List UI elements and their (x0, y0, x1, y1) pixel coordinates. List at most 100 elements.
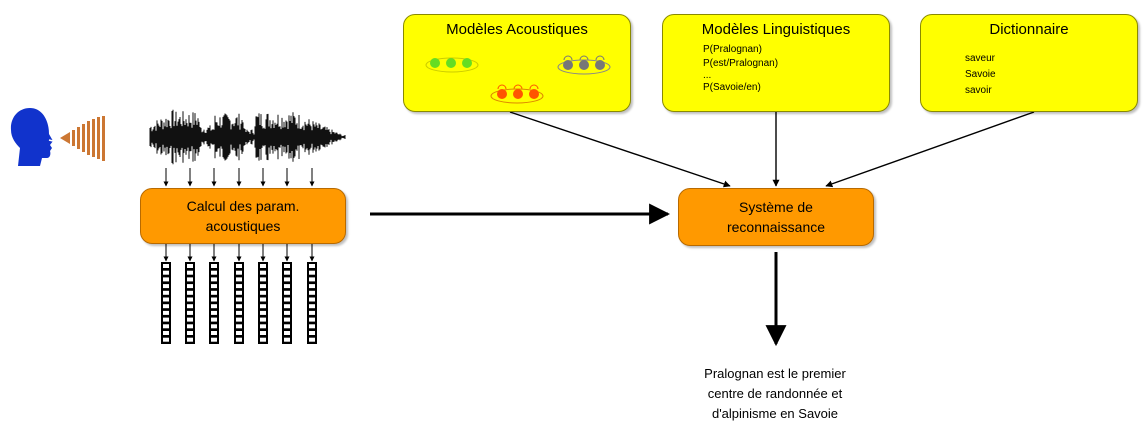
feature-vector-cell (187, 270, 193, 275)
feature-vector-cell (187, 324, 193, 329)
feature-vector-cell (284, 310, 290, 315)
feature-vector-cell (211, 331, 217, 335)
hmm-green-states (425, 57, 479, 73)
feature-vector (161, 262, 171, 344)
feature-vector-cell (211, 284, 217, 289)
feature-vector-cell (284, 290, 290, 295)
feature-vector-cell (284, 337, 290, 342)
feature-extraction-line: acoustiques (205, 218, 281, 234)
feature-vector (307, 262, 317, 344)
waveform-icon (149, 109, 346, 165)
feature-vector-cell (187, 310, 193, 315)
feature-vector-cell (163, 310, 169, 315)
feature-vector-cell (309, 290, 315, 295)
hmm-orange-states (490, 84, 544, 104)
feature-vector-cell (211, 277, 217, 282)
feature-vector-cell (284, 270, 290, 275)
probability-line: ... (703, 70, 712, 81)
feature-vector-cell (187, 331, 193, 335)
recognized-text-line: Pralognan est le premier (704, 366, 846, 381)
feature-vector-cell (309, 304, 315, 309)
feature-vector-cell (236, 297, 242, 302)
speaker-head-icon (10, 108, 54, 166)
waveform-trace (149, 109, 346, 165)
feature-vector-cell (211, 264, 217, 268)
feature-vector-cell (260, 297, 266, 302)
feature-vector-cell (284, 304, 290, 309)
feature-vector-cell (284, 277, 290, 282)
feature-vector (234, 262, 244, 344)
feature-vector-cell (163, 304, 169, 309)
feature-vector-frame (209, 262, 219, 344)
feature-vector-icon (161, 262, 317, 344)
feature-vector (282, 262, 292, 344)
feature-vector-cell (309, 324, 315, 329)
recognized-text-line: d'alpinisme en Savoie (711, 406, 839, 421)
probability-line: P(Pralognan) (703, 44, 762, 55)
feature-vector-cell (260, 310, 266, 315)
feature-vector-cell (260, 304, 266, 309)
feature-vector-cell (236, 264, 242, 268)
feature-vector-cell (260, 270, 266, 275)
feature-vector-cell (163, 337, 169, 342)
feature-vector-cell (236, 277, 242, 282)
probability-line: P(Savoie/en) (703, 82, 761, 93)
dictionary-entry: saveur (965, 53, 996, 64)
feature-vector-cell (163, 297, 169, 302)
recognizer-box: Système de reconnaissance (678, 188, 874, 246)
feature-vector-frame (161, 262, 171, 344)
feature-vector-cell (236, 310, 242, 315)
feature-vector-cell (163, 284, 169, 289)
feature-vector-cell (309, 277, 315, 282)
feature-vector-cell (260, 317, 266, 322)
feature-vector-cell (163, 277, 169, 282)
feature-vector-cell (211, 270, 217, 275)
language-model-probabilities: P(Pralognan) P(est/Pralognan) ... P(Savo… (703, 43, 778, 95)
feature-vector-cell (211, 324, 217, 329)
feature-vector (209, 262, 219, 344)
feature-vector-cell (236, 337, 242, 342)
dictionary-to-recognizer-arrow (825, 111, 1035, 188)
feature-vector-cell (211, 297, 217, 302)
feature-extraction-line: Calcul des param. (186, 198, 300, 214)
acoustic-models-box: Modèles Acoustiques (403, 14, 631, 112)
feature-vector-cell (211, 304, 217, 309)
feature-vector-cell (211, 310, 217, 315)
hmm-gray-states (557, 55, 611, 75)
dictionary-entry: savoir (965, 85, 992, 96)
feature-vector-cell (309, 337, 315, 342)
feature-vector-cell (260, 290, 266, 295)
feature-vector-cell (211, 290, 217, 295)
feature-vector-cell (163, 324, 169, 329)
feature-vector-cell (309, 310, 315, 315)
feature-vector-cell (260, 264, 266, 268)
feature-vector-cell (187, 297, 193, 302)
feature-vector-cell (260, 337, 266, 342)
dictionary-box: Dictionnaire saveur Savoie savoir (920, 14, 1138, 112)
probability-line: P(est/Pralognan) (703, 58, 779, 69)
acoustic-to-recognizer-arrow (509, 111, 731, 188)
recognized-text: Pralognan est le premier centre de rando… (660, 364, 890, 424)
feature-vector-cell (187, 264, 193, 268)
feature-vector-cell (284, 317, 290, 322)
recognizer-line: Système de (739, 199, 813, 215)
feature-extraction-box: Calcul des param. acoustiques (140, 188, 346, 244)
feature-vector-cell (236, 304, 242, 309)
acoustic-models-title: Modèles Acoustiques (446, 21, 588, 38)
feature-vector-cell (309, 297, 315, 302)
feature-vector-cell (187, 290, 193, 295)
recognized-text-line: centre de randonnée et (707, 386, 843, 401)
feature-vector-cell (211, 337, 217, 342)
hmm-states-icon (425, 55, 611, 104)
feature-vector-cell (163, 290, 169, 295)
feature-vector-cell (309, 270, 315, 275)
feature-vector-cell (236, 284, 242, 289)
feature-vector-cell (284, 324, 290, 329)
feature-vector-cell (260, 331, 266, 335)
sound-waves-icon (60, 116, 105, 161)
feature-vector-cell (236, 270, 242, 275)
feature-vector-frame (307, 262, 317, 344)
feature-vector-cell (260, 284, 266, 289)
feature-vector-cell (309, 264, 315, 268)
feature-vector-cell (309, 317, 315, 322)
